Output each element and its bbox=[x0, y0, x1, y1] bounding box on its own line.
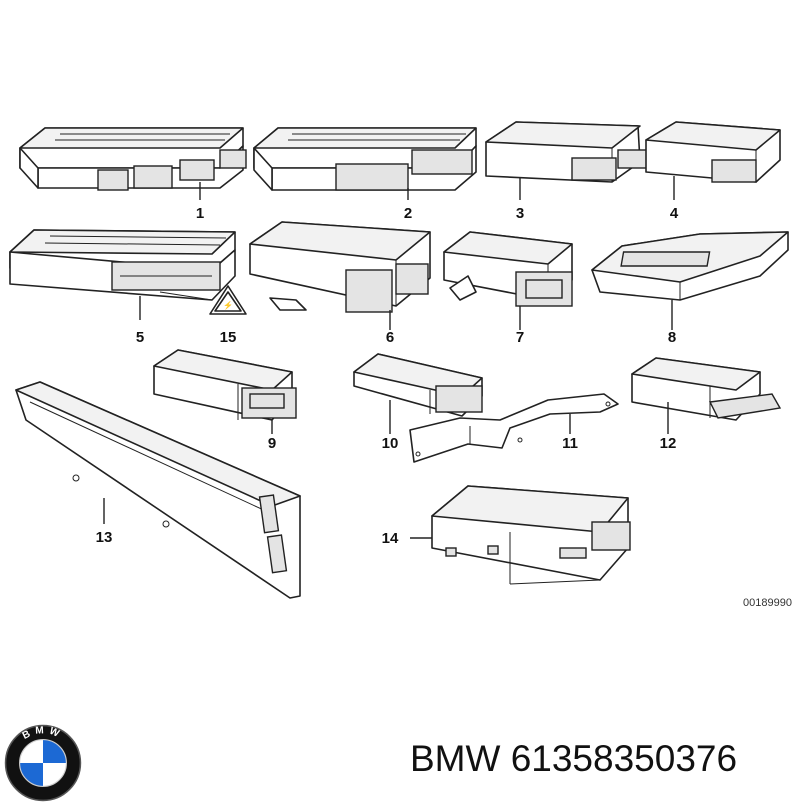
svg-text:⚡: ⚡ bbox=[223, 300, 233, 310]
bmw-logo-icon: BMW bbox=[4, 724, 82, 802]
callout-13: 13 bbox=[96, 529, 113, 546]
callout-5: 5 bbox=[136, 329, 144, 346]
reference-code: 00189990 bbox=[743, 597, 792, 609]
part-15-warning-label: ⚡ bbox=[209, 285, 247, 315]
callout-14: 14 bbox=[382, 530, 399, 547]
callout-12: 12 bbox=[660, 435, 677, 452]
part-10-control-unit bbox=[353, 353, 483, 434]
part-7-control-unit bbox=[443, 231, 573, 330]
part-1-control-unit bbox=[19, 127, 247, 200]
part-13-control-panel bbox=[15, 381, 301, 599]
callout-8: 8 bbox=[668, 329, 676, 346]
part-12-control-unit bbox=[631, 357, 782, 434]
part-4-control-unit bbox=[645, 121, 781, 200]
callout-3: 3 bbox=[516, 205, 524, 222]
callout-4: 4 bbox=[670, 205, 679, 222]
callout-15: 15 bbox=[220, 329, 237, 346]
part-11-bracket bbox=[409, 393, 619, 463]
part-8-control-unit bbox=[591, 231, 789, 330]
callout-2: 2 bbox=[404, 205, 412, 222]
callout-1: 1 bbox=[196, 205, 204, 222]
callout-9: 9 bbox=[268, 435, 276, 452]
callout-7: 7 bbox=[516, 329, 524, 346]
callout-6: 6 bbox=[386, 329, 394, 346]
part-14-control-unit bbox=[410, 485, 631, 585]
part-2-control-unit bbox=[253, 127, 477, 200]
part-6-control-unit bbox=[249, 221, 431, 330]
part-3-control-unit bbox=[485, 121, 651, 200]
callout-11: 11 bbox=[562, 435, 578, 452]
part-9-control-unit bbox=[153, 349, 297, 434]
callout-10: 10 bbox=[382, 435, 399, 452]
part-5-control-unit bbox=[9, 229, 236, 320]
part-number-caption: BMW 61358350376 bbox=[410, 738, 738, 779]
